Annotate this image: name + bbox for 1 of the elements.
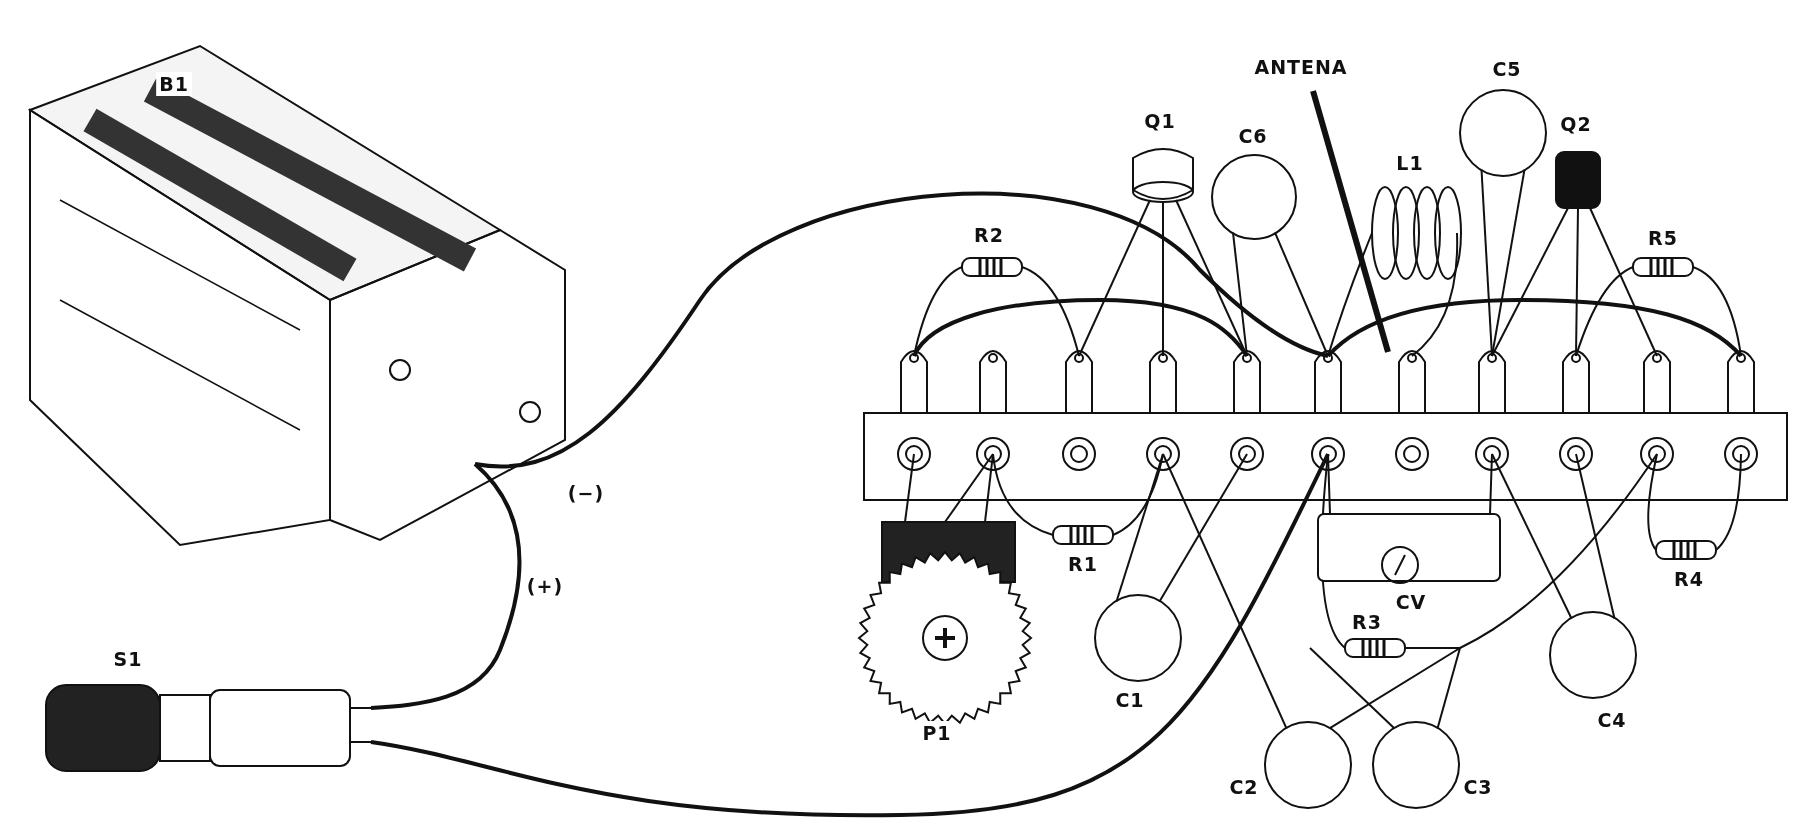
part-label: B1 xyxy=(156,72,192,96)
